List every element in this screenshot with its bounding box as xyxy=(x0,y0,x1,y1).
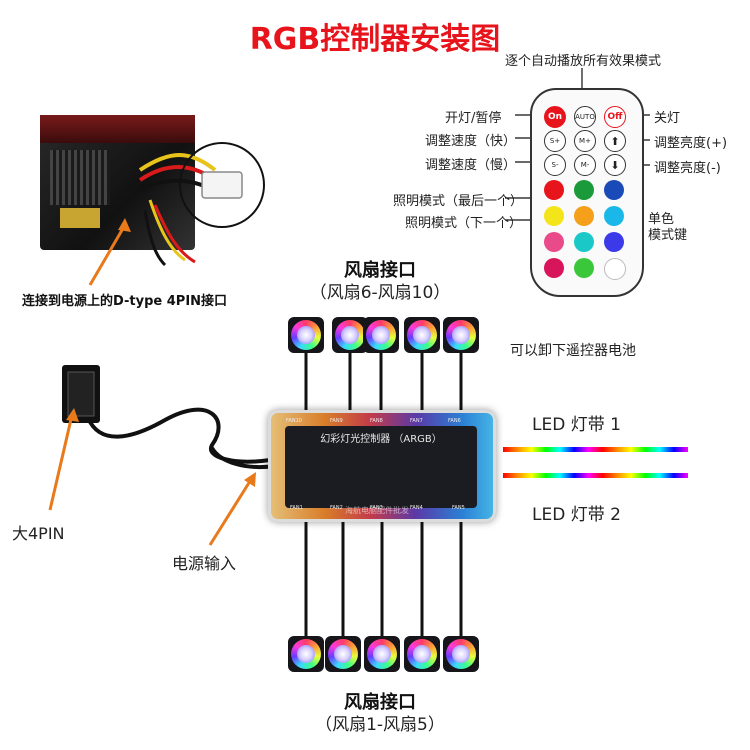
power-input-label: 电源输入 xyxy=(172,554,237,573)
fan-7 xyxy=(332,317,368,353)
color-button-12[interactable] xyxy=(604,258,626,280)
speed-up-button[interactable]: S+ xyxy=(544,130,566,152)
top-fans-heading: 风扇接口 xyxy=(344,260,416,281)
port-fan10: FAN10 xyxy=(286,418,302,424)
controller-title: 幻彩灯光控制器 （ARGB） xyxy=(320,434,442,445)
port-fan5: FAN5 xyxy=(452,505,465,511)
power-supply-top xyxy=(40,115,195,143)
label-speed-slow: 调整速度（慢） xyxy=(425,158,517,173)
port-fan6: FAN6 xyxy=(448,418,461,424)
label-mode-next: 照明模式（下一个） xyxy=(405,216,523,231)
port-fan8: FAN8 xyxy=(370,418,383,424)
battery-note: 可以卸下遥控器电池 xyxy=(510,343,636,359)
label-bright-down: 调整亮度(-) xyxy=(654,161,721,176)
power-cable xyxy=(86,407,271,464)
color-button-2[interactable] xyxy=(574,180,594,200)
fan-9 xyxy=(404,317,440,353)
bottom-fans-range: （风扇1-风扇5） xyxy=(315,715,445,735)
color-button-3[interactable] xyxy=(604,180,624,200)
color-button-10[interactable] xyxy=(544,258,564,278)
port-fan4: FAN4 xyxy=(410,505,423,511)
top-fan-cables xyxy=(304,352,463,412)
arrow-up-icon[interactable]: ⬆ xyxy=(604,130,626,152)
fan-6 xyxy=(288,317,324,353)
label-off: 关灯 xyxy=(654,111,681,126)
fan-1 xyxy=(288,636,324,672)
color-button-6[interactable] xyxy=(604,206,624,226)
fan-10 xyxy=(443,317,479,353)
big-4pin-label: 大4PIN xyxy=(12,524,65,543)
on-button[interactable]: On xyxy=(544,106,566,128)
label-speed-fast: 调整速度（快） xyxy=(425,134,517,149)
auto-button[interactable]: AUTO xyxy=(574,106,596,128)
page-title: RGB控制器安装图 xyxy=(249,22,501,57)
connector-arrow xyxy=(48,414,74,511)
label-bright-up: 调整亮度(+) xyxy=(654,136,728,151)
port-fan7: FAN7 xyxy=(410,418,423,424)
molex-connector-icon xyxy=(201,171,243,199)
molex-highlight-circle xyxy=(179,142,265,228)
fan-4 xyxy=(404,636,440,672)
port-fan9: FAN9 xyxy=(330,418,343,424)
arrow-down-icon[interactable]: ⬇ xyxy=(604,154,626,176)
color-button-4[interactable] xyxy=(544,206,564,226)
bottom-fan-cables xyxy=(304,520,463,636)
label-mode-last: 照明模式（最后一个） xyxy=(393,194,524,209)
fan-3 xyxy=(364,636,400,672)
power-input-arrow xyxy=(208,477,254,546)
power-supply-grill xyxy=(50,150,110,205)
bottom-fans-heading: 风扇接口 xyxy=(344,692,416,713)
bright-up-button[interactable]: M+ xyxy=(574,130,596,152)
led-strip-1-label: LED 灯带 1 xyxy=(532,415,621,435)
port-fan2: FAN2 xyxy=(330,505,343,511)
remote-auto-label: 逐个自动播放所有效果模式 xyxy=(505,54,662,69)
fan-5 xyxy=(443,636,479,672)
color-button-1[interactable] xyxy=(544,180,564,200)
label-on-pause: 开灯/暂停 xyxy=(445,111,502,126)
psu-arrow xyxy=(88,224,127,286)
off-button[interactable]: Off xyxy=(604,106,626,128)
port-fan1: FAN1 xyxy=(290,505,303,511)
color-button-9[interactable] xyxy=(604,232,624,252)
label-single-color: 单色 xyxy=(648,212,675,227)
fan-2 xyxy=(325,636,361,672)
color-button-7[interactable] xyxy=(544,232,564,252)
top-fans-range: （风扇6-风扇10） xyxy=(309,283,451,303)
bright-down-button[interactable]: M- xyxy=(574,154,596,176)
remote-control: On AUTO Off S+ M+ ⬆ S- M- ⬇ xyxy=(530,88,644,297)
port-fan3: FAN3 xyxy=(370,505,383,511)
speed-down-button[interactable]: S- xyxy=(544,154,566,176)
led-strip-2-label: LED 灯带 2 xyxy=(532,505,621,525)
psu-connector-label: 连接到电源上的D-type 4PIN接口 xyxy=(22,294,228,309)
controller-panel xyxy=(285,426,477,508)
led-strip-1 xyxy=(503,447,688,452)
color-button-11[interactable] xyxy=(574,258,594,278)
color-button-5[interactable] xyxy=(574,206,594,226)
led-strip-2 xyxy=(503,473,688,478)
fan-8 xyxy=(363,317,399,353)
color-button-8[interactable] xyxy=(574,232,594,252)
label-mode-key: 模式键 xyxy=(648,228,688,243)
controller-watermark: 海航电脑配件批发 xyxy=(345,506,409,515)
power-supply-sticker xyxy=(60,208,100,228)
